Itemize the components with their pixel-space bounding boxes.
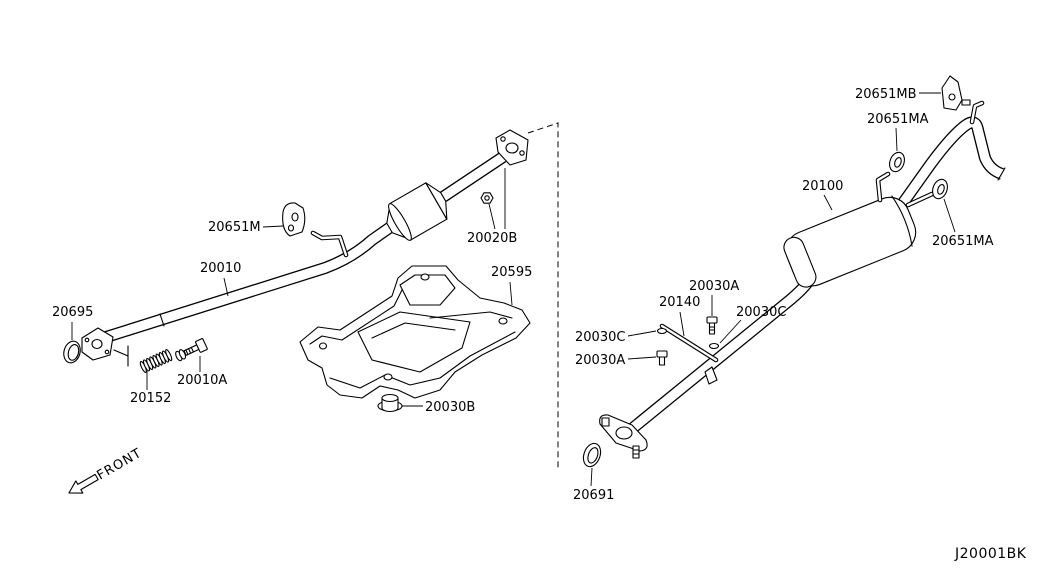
leader-20140 bbox=[679, 311, 685, 337]
part-label-20030C-right: 20030C bbox=[736, 305, 786, 320]
part-label-20651MB: 20651MB bbox=[855, 87, 917, 102]
part-label-20010: 20010 bbox=[200, 261, 241, 276]
washer-20030C-right bbox=[708, 342, 720, 350]
leader-20010 bbox=[223, 277, 229, 297]
part-label-20100: 20100 bbox=[802, 179, 843, 194]
part-label-20651M: 20651M bbox=[208, 220, 261, 235]
flange-nut-20020B bbox=[480, 192, 494, 204]
leader-20651MA-upper bbox=[895, 127, 898, 152]
mount-20030B bbox=[377, 393, 403, 413]
front-arrow-icon bbox=[68, 473, 99, 494]
part-label-20020B: 20020B bbox=[467, 231, 517, 246]
part-label-20030C-left: 20030C bbox=[575, 330, 625, 345]
leader-20691 bbox=[590, 467, 593, 487]
muffler-hanger-rod bbox=[875, 100, 985, 208]
part-label-20030A-lower: 20030A bbox=[575, 353, 625, 368]
gasket-20695 bbox=[63, 340, 81, 364]
part-label-20030B: 20030B bbox=[425, 400, 475, 415]
leader-20030C-left bbox=[627, 330, 657, 337]
strap-20140 bbox=[659, 323, 719, 363]
washer-20030C-left bbox=[656, 327, 668, 335]
gasket-20691 bbox=[582, 442, 602, 468]
part-label-20651MA-lower: 20651MA bbox=[932, 234, 994, 249]
drawing-code: J20001BK bbox=[954, 546, 1027, 562]
leader-20651MA-lower bbox=[943, 198, 956, 233]
leader-20030C-right bbox=[719, 319, 742, 344]
muffler-20100 bbox=[783, 195, 917, 288]
spring-20152 bbox=[139, 349, 173, 373]
tail-pipe bbox=[893, 116, 1006, 214]
front-exhaust-pipe bbox=[101, 152, 507, 344]
part-label-20140: 20140 bbox=[659, 295, 700, 310]
bolt-20030A-lower bbox=[656, 350, 668, 366]
bolt-20010A bbox=[175, 338, 208, 362]
pipe-bracket bbox=[704, 366, 718, 385]
part-label-20651MA-upper: 20651MA bbox=[867, 112, 929, 127]
section-divider-dashed-line bbox=[527, 122, 559, 470]
pipe-hanger-rod bbox=[310, 230, 349, 258]
front-pipe-inlet-flange bbox=[81, 327, 114, 361]
front-label: FRONT bbox=[95, 446, 145, 484]
leader-20100 bbox=[823, 194, 833, 211]
leader-20030A-lower bbox=[627, 356, 657, 360]
part-label-20010A: 20010A bbox=[177, 373, 227, 388]
front-pipe-outlet-flange bbox=[495, 129, 529, 166]
bolt-20030A-upper bbox=[706, 316, 718, 335]
assembly-guide-line bbox=[113, 349, 129, 357]
part-label-20595: 20595 bbox=[491, 265, 532, 280]
catalytic-converter bbox=[386, 182, 448, 241]
part-label-20030A-upper: 20030A bbox=[689, 279, 739, 294]
part-label-20152: 20152 bbox=[130, 391, 171, 406]
part-label-20691: 20691 bbox=[573, 488, 614, 503]
rubber-mount-20651M bbox=[282, 202, 306, 237]
leader-20651M bbox=[262, 225, 284, 228]
rear-pipe-flange bbox=[599, 414, 648, 459]
rubber-mount-20651MA-lower bbox=[932, 178, 948, 200]
leader-20595 bbox=[509, 281, 513, 306]
part-label-20695: 20695 bbox=[52, 305, 93, 320]
bracket-20651MB bbox=[941, 75, 971, 111]
leader-20020B-nut bbox=[488, 203, 496, 230]
front-direction-indicator: FRONT bbox=[68, 446, 145, 494]
leader-lines bbox=[71, 92, 956, 487]
rubber-mount-20651MA-upper bbox=[889, 151, 905, 173]
heat-shield-20595 bbox=[299, 265, 531, 399]
